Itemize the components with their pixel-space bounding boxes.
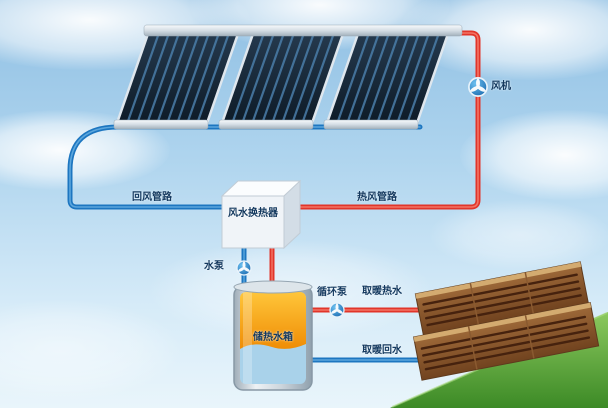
fan-icon [468,77,488,97]
solar-collector-array [113,24,463,130]
collector-panel [323,26,452,130]
floor-heating [412,261,600,381]
water-pump-icon [236,260,252,276]
collector-panel [218,26,347,130]
storage-tank [233,280,313,391]
circulation-pump-icon [329,302,345,318]
collector-panel [113,26,242,130]
water-pump-label: 水泵 [204,261,224,272]
storage-tank-label: 储热水箱 [253,332,293,343]
circulation-pump-label: 循环泵 [317,287,347,298]
heating-return-label: 取暖回水 [362,345,402,356]
hot-air-pipe-label: 热风管路 [357,192,397,203]
heating-supply-label: 取暖热水 [362,286,402,297]
fan-label: 风机 [491,81,511,92]
hot-air-pipe [147,30,481,210]
return-air-pipe [67,124,423,210]
heat-exchanger-label: 风水换热器 [228,208,278,219]
heat-exchanger [220,179,302,250]
collector-header-bar [143,24,463,37]
return-air-pipe-label: 回风管路 [132,192,172,203]
